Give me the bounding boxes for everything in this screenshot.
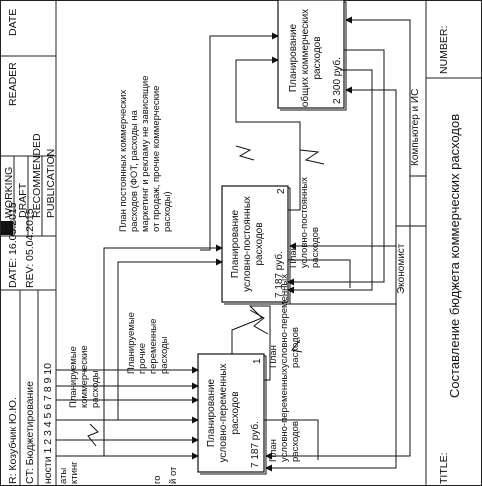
arrows <box>56 16 426 472</box>
block-2-number: 2 <box>276 188 287 194</box>
block-3-line-1: Планирование <box>288 23 299 92</box>
block-3-cost: 2 300 руб. <box>331 57 343 104</box>
planned-other-3: переменные <box>148 319 159 374</box>
block-3-line-2: общих коммерческих <box>299 9 311 107</box>
lightning-1 <box>299 149 325 165</box>
input-fragment-2: й от <box>168 466 179 484</box>
header-notes: ности 1 2 3 4 5 6 7 8 9 10 <box>42 363 54 484</box>
fixed-plan-2: расходов (ФОТ, расходы на <box>129 109 140 232</box>
block-1-cost: 7 187 руб. <box>249 421 261 468</box>
block-2-cost: 7 187 руб. <box>273 251 285 298</box>
plan-var-out-3: расходов <box>290 421 301 462</box>
status-draft: DRAFT <box>17 182 29 218</box>
block-2-line-2: условно-постоянных <box>242 196 253 292</box>
header-date: DATE: 16.03.2015 <box>7 202 19 288</box>
arrow-input-bus <box>103 244 223 456</box>
arrow-feedback-2 <box>287 49 385 286</box>
lightning-5 <box>291 339 303 353</box>
footer-title-label: TITLE: <box>438 452 450 484</box>
plan-fixed-out-2: условно-постоянных <box>299 177 310 268</box>
arrow-computer <box>345 16 426 177</box>
block-3-line-3: расходов <box>312 36 323 79</box>
header-author: R: Козубчик Ю.Ю. <box>7 397 19 484</box>
activity-block-2[interactable]: Планирование условно-постоянных расходов… <box>221 185 291 305</box>
fixed-plan-3: маркетинг и рекламу не зависящие <box>140 76 151 232</box>
plan-var-mid-3: расходов <box>290 327 301 368</box>
activity-block-1[interactable]: Планирование условно-переменных расходов… <box>197 353 267 475</box>
lightning-4 <box>235 145 255 161</box>
planned-other-4: расходы <box>159 336 170 374</box>
fixed-plan-5: расходы) <box>162 191 173 232</box>
input-fragment-1-a: аты <box>58 468 69 484</box>
footer-number-label: NUMBER: <box>438 26 450 74</box>
planned-commercial-3: расходы <box>90 370 101 408</box>
plan-var-out-1: План <box>268 439 279 462</box>
arrow-economist-bus <box>290 225 426 305</box>
plan-var-mid-1: План <box>268 345 279 368</box>
block-1-number: 1 <box>252 358 263 364</box>
arrow-labels: аты ктинг й от го Планируемые коммерческ… <box>58 76 421 484</box>
working-status-marker <box>1 221 13 235</box>
plan-var-out-2: условно-переменных <box>279 368 290 462</box>
mechanism-computer: Компьютер и ИС <box>410 89 421 166</box>
plan-fixed-out-1: План <box>288 245 299 268</box>
arrow-economist-to-block-1 <box>265 304 397 472</box>
input-fragment-3: го <box>152 475 163 484</box>
fixed-plan-4: от продаж, прочие коммерческие <box>151 86 162 232</box>
block-1-line-3: расходов <box>230 391 241 434</box>
block-2-line-3: расходов <box>254 222 265 265</box>
planned-commercial-2: коммерческие <box>79 345 90 408</box>
status-working: WORKING <box>3 167 15 218</box>
arrow-block-1-to-block-2 <box>231 305 271 381</box>
activity-block-3[interactable]: Планирование общих коммерческих расходов… <box>277 0 347 111</box>
arrow-feedback-1 <box>287 69 373 294</box>
block-2-line-1: Планирование <box>230 209 241 278</box>
plan-fixed-out-3: расходов <box>310 227 321 268</box>
header-project: CT: Бюджетирование <box>24 381 36 484</box>
plan-var-mid-2: условно-переменных <box>279 274 290 368</box>
arrow-block-2-to-block-3 <box>235 56 301 211</box>
input-fragment-1-b: ктинг <box>69 461 80 484</box>
footer-texts: TITLE: Составление бюджета коммерческих … <box>438 26 462 484</box>
header-rev: REV: 05.04.2015 <box>24 208 36 288</box>
header-date-column: DATE <box>7 9 19 36</box>
header-texts: R: Козубчик Ю.Ю. CT: Бюджетирование ност… <box>3 9 57 484</box>
block-1-line-1: Планирование <box>206 378 217 447</box>
fixed-plan-1: План постоянных коммерческих <box>118 89 129 232</box>
lightning-2 <box>249 309 269 335</box>
header-reader: READER <box>7 62 19 106</box>
arrow-block-2-output <box>288 259 351 288</box>
arrow-economist-to-block-3 <box>345 86 397 226</box>
status-recommended: RECOMMENDED <box>31 133 43 218</box>
arrow-input-bus-2 <box>117 258 223 420</box>
arrow-computer-2 <box>265 176 411 460</box>
planned-commercial-1: Планируемые <box>68 346 79 408</box>
status-publication: PUBLICATION <box>45 149 57 218</box>
planned-other-1: Планируемые <box>126 312 137 374</box>
lightning-3 <box>87 423 99 447</box>
footer-title: Составление бюджета коммерческих расходо… <box>447 114 462 398</box>
block-1-line-2: условно-переменных <box>218 364 229 463</box>
arrow-block-1-output <box>264 419 319 460</box>
mechanism-economist: Экономист <box>396 243 407 294</box>
arrow-fixed-plan-to-block-3 <box>200 32 279 251</box>
planned-other-2: прочие <box>137 343 148 374</box>
